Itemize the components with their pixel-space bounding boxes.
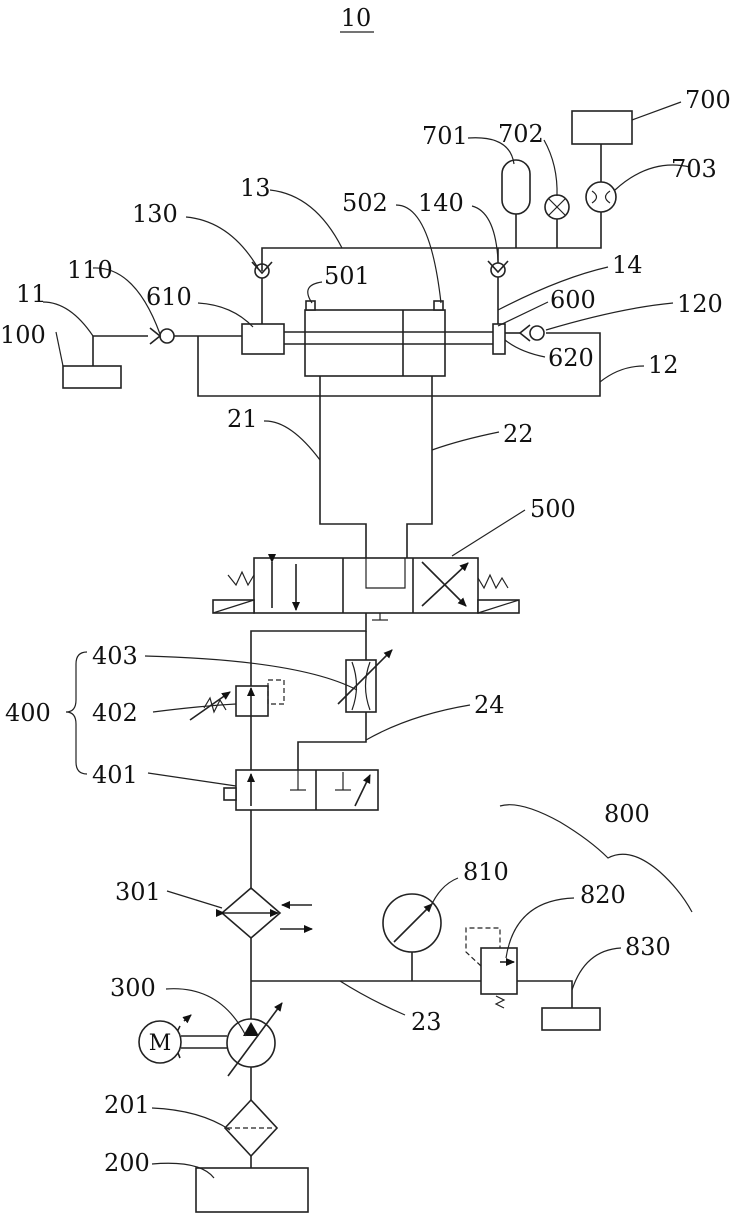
label-810: 810 [463,858,509,886]
label-11: 11 [16,280,47,308]
relief-valve-820 [466,928,572,1008]
label-700: 700 [685,86,731,114]
label-21: 21 [227,405,258,433]
label-13: 13 [240,174,271,202]
label-402: 402 [92,699,138,727]
label-703: 703 [671,155,717,183]
motor-label: M [149,1031,172,1056]
label-401: 401 [92,761,138,789]
label-502: 502 [342,189,388,217]
pressure-gauge-810 [383,894,441,981]
figure-number: 10 [341,4,372,32]
cylinder-600 [305,301,445,376]
check-valve-110 [150,328,198,344]
label-800: 800 [604,800,650,828]
pressure-gauge-702 [545,195,569,248]
line-24 [298,712,366,770]
label-14: 14 [612,251,643,279]
label-500: 500 [530,495,576,523]
label-12: 12 [648,351,679,379]
label-400: 400 [5,699,51,727]
label-130: 130 [132,200,178,228]
bracket-400 [66,652,87,774]
motor: M [139,1021,227,1063]
label-610: 610 [146,283,192,311]
label-403: 403 [92,642,138,670]
cooler-301 [222,888,312,938]
label-600: 600 [550,286,596,314]
cylinder-610 [242,324,305,354]
tank-200 [196,1168,308,1212]
line-21 [320,376,366,558]
line-11 [93,336,148,366]
accumulator-701 [502,160,530,248]
device-700 [572,111,632,144]
label-300: 300 [110,974,156,1002]
label-200: 200 [104,1149,150,1177]
label-140: 140 [418,189,464,217]
label-201: 201 [104,1091,150,1119]
label-820: 820 [580,881,626,909]
valve-401 [224,770,378,810]
pump-300 [176,1003,282,1076]
label-501: 501 [324,262,370,290]
label-620: 620 [548,344,594,372]
check-valve-130 [252,262,272,324]
flow-meter-703 [586,144,616,212]
label-23: 23 [411,1008,442,1036]
throttle-valve-403 [338,650,392,712]
label-110: 110 [67,256,113,284]
check-valve-120 [505,325,544,341]
pressure-valve-402 [190,680,284,720]
label-22: 22 [503,420,534,448]
label-701: 701 [422,122,468,150]
directional-valve-500 [213,558,519,620]
line-22 [407,376,432,558]
label-100: 100 [0,321,46,349]
tank-100 [63,366,121,388]
tank-830 [542,1008,600,1030]
filter-201 [225,1100,277,1156]
cylinder-620 [445,324,505,354]
label-301: 301 [115,878,161,906]
label-24: 24 [474,691,505,719]
label-120: 120 [677,290,723,318]
label-702: 702 [498,120,544,148]
label-830: 830 [625,933,671,961]
check-valve-140 [488,261,508,324]
